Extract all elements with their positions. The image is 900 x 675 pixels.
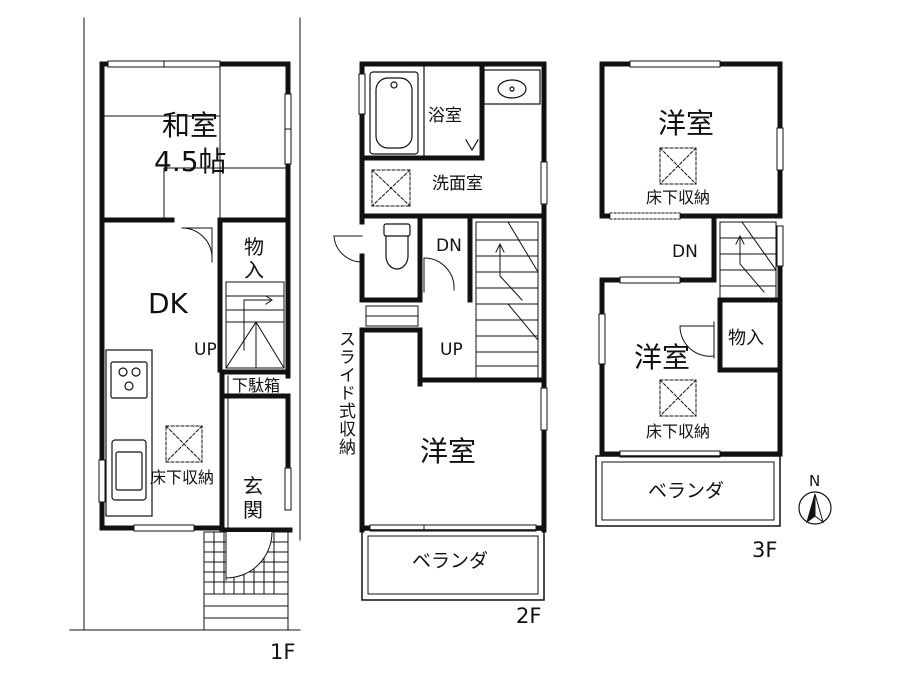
room-label-senmenshitsu: 洗面室 [432,174,483,194]
room-label-genkan: 玄関 [243,474,263,522]
floor-storage-label-3f-top: 床下収納 [646,188,711,207]
room-label-yokushitsu: 浴室 [428,106,462,126]
room-label-youshitsu-3f-top: 洋室 [658,107,715,140]
floor-2-plan [333,61,548,601]
room-label-monoire-1f: 物入 [244,235,264,282]
floor-label-2f: 2F [516,604,542,628]
room-label-getabako: 下駄箱 [232,376,281,395]
room-label-monoire-3f: 物入 [728,328,764,349]
compass-icon [798,491,832,525]
floor-1-plan [69,17,301,631]
floor-storage-label-3f-bottom: 床下収納 [646,422,711,441]
stairs-up-label-2f: UP [440,340,463,360]
slide-storage-label: スライド式収納 [335,330,355,456]
room-label-washitsu: 和室 [162,109,219,142]
floor-label-1f: 1F [270,640,296,664]
floor-3-plan [595,60,784,527]
room-size-washitsu: 4.5帖 [154,145,227,178]
veranda-label-3f: ベランダ [648,480,725,502]
stairs-dn-label-3f: DN [672,242,698,262]
veranda-label-2f: ベランダ [412,550,489,572]
floor-label-3f: 3F [752,538,778,562]
floor-storage-label-1f: 床下収納 [150,468,215,487]
compass-north-label: N [809,472,821,490]
room-label-dk: DK [148,287,188,320]
room-label-youshitsu-2f: 洋室 [420,435,477,468]
room-label-youshitsu-3f-bottom: 洋室 [634,341,691,374]
stairs-dn-label-2f: DN [436,236,462,256]
stairs-up-label-1f: UP [194,340,217,360]
